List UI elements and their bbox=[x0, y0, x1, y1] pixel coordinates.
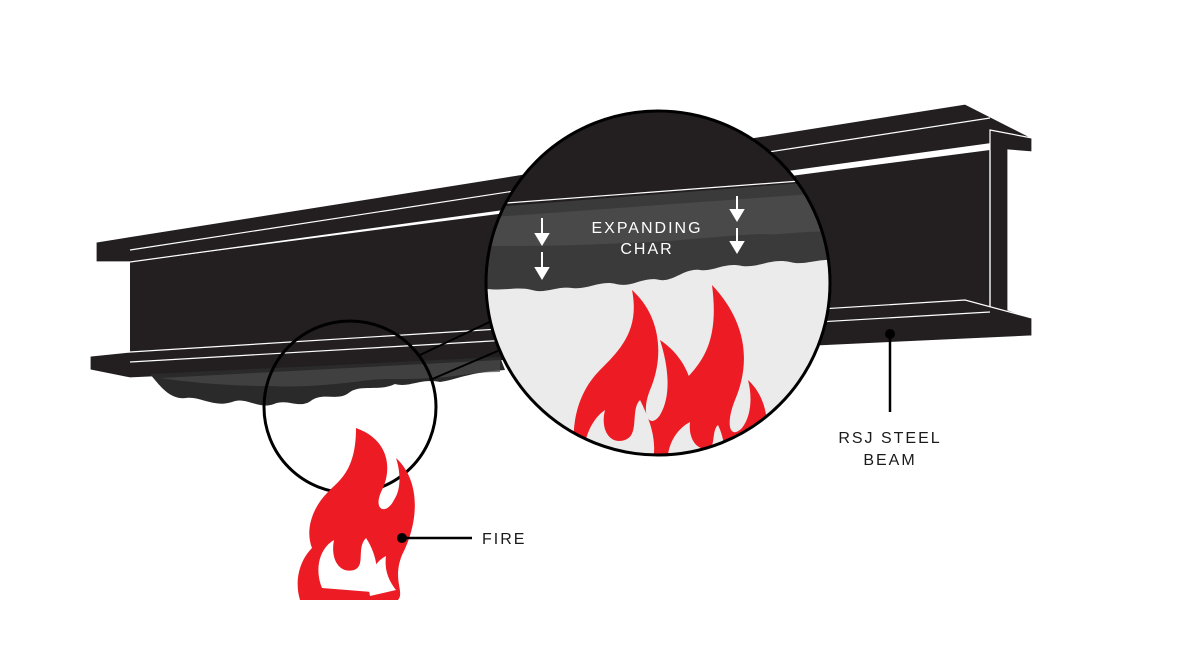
rsj-callout: RSJ STEEL BEAM bbox=[838, 329, 941, 469]
expanding-char-label-line2: CHAR bbox=[620, 241, 673, 258]
connector-line-top bbox=[419, 317, 499, 356]
fire-callout: FIRE bbox=[397, 531, 526, 548]
rsj-label-line1: RSJ STEEL bbox=[838, 430, 941, 447]
expanding-char-label-line1: EXPANDING bbox=[591, 220, 702, 237]
down-arrow-icon bbox=[534, 196, 745, 280]
fire-label: FIRE bbox=[482, 531, 526, 548]
fire-flame-icon bbox=[297, 428, 415, 600]
rsj-label-line2: BEAM bbox=[863, 452, 916, 469]
beam-end-face bbox=[989, 129, 1033, 337]
zoom-circle: EXPANDING CHAR bbox=[484, 109, 832, 457]
connector-line-bottom bbox=[429, 349, 501, 381]
